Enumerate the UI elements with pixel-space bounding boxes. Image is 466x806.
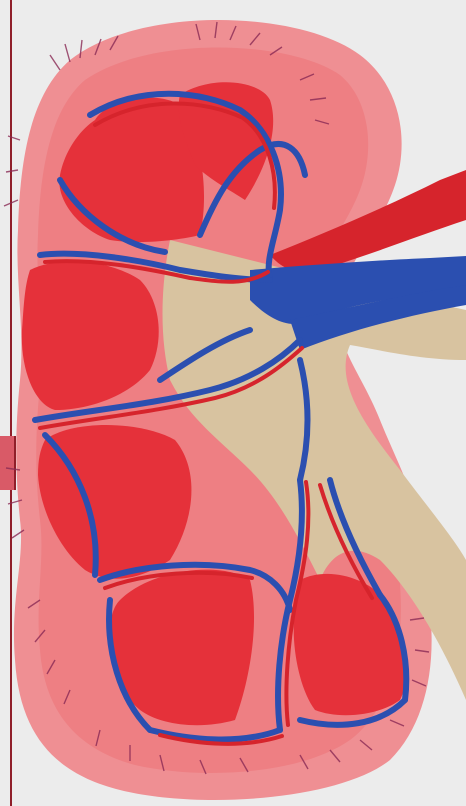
diagram-frame	[0, 0, 466, 806]
kidney-illustration	[0, 0, 466, 806]
